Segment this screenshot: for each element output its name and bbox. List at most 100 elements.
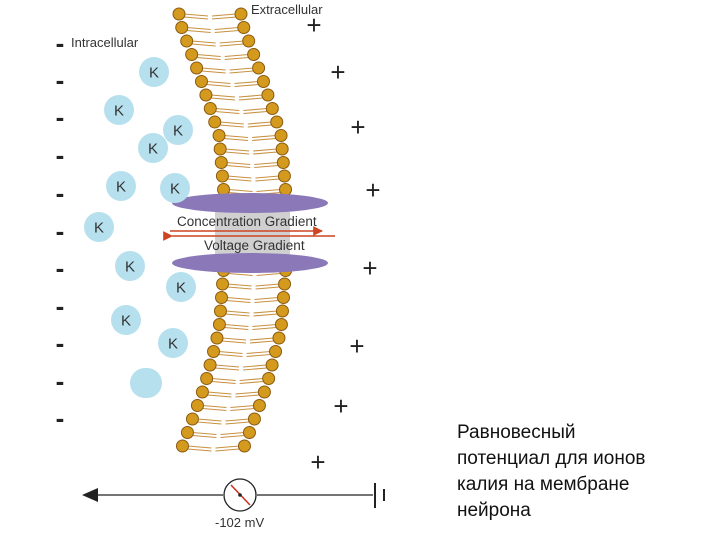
lipid-head: [195, 385, 209, 399]
lipid-tail: [225, 421, 250, 425]
lipid-tail: [249, 337, 275, 341]
lipid-head: [277, 169, 291, 183]
lipid-tail: [201, 67, 226, 71]
minus-sign: -: [56, 328, 65, 358]
lipid-tail: [224, 53, 249, 58]
lipid-tail: [223, 134, 249, 139]
lipid-head: [277, 291, 290, 304]
lipid-tail: [221, 340, 247, 344]
lipid-head: [247, 412, 261, 426]
lipid-tail: [187, 448, 212, 452]
lipid-tail: [187, 445, 212, 449]
lipid-tail: [249, 340, 275, 344]
lipid-tails: [183, 13, 281, 452]
lipid-tail: [235, 394, 260, 398]
lipid-tail: [243, 364, 268, 368]
lipid-head: [210, 331, 224, 345]
ion-symbol: K: [125, 259, 135, 276]
lipid-tail: [192, 434, 217, 439]
lipid-head: [257, 385, 271, 399]
lipid-tail: [228, 272, 253, 277]
lipid-head: [265, 102, 279, 115]
ion-bubble: [163, 115, 193, 145]
lipid-tail: [202, 404, 227, 409]
lipid-tail: [256, 188, 281, 193]
ion-bubble: [84, 212, 114, 242]
lipid-head: [274, 129, 288, 142]
lipid-tail: [206, 83, 231, 88]
potassium-ion: K: [111, 305, 141, 335]
ion-symbol: K: [176, 280, 186, 297]
potassium-ion: K: [138, 133, 168, 163]
ion-symbol: K: [94, 220, 104, 237]
lipid-tail: [228, 188, 253, 193]
lipid-tail: [243, 110, 268, 115]
lipid-tail: [211, 13, 237, 17]
lipid-tail: [225, 310, 250, 314]
lipid-tail: [254, 161, 279, 166]
voltmeter-reading: -102 mV: [215, 515, 264, 530]
lipid-tail: [255, 178, 280, 182]
ion-bubble: [139, 57, 169, 87]
plus-sign: +: [333, 391, 348, 421]
lipid-tail: [196, 53, 221, 58]
plus-sign: +: [350, 112, 365, 142]
minus-sign: -: [56, 253, 65, 283]
lipid-tail: [256, 272, 281, 277]
lipid-tail: [252, 323, 277, 328]
lipid-tail: [211, 377, 236, 382]
lipid-tail: [218, 350, 243, 355]
lipid-tail: [247, 124, 272, 128]
potassium-ion: K: [106, 171, 136, 201]
lipid-tail: [220, 434, 245, 439]
lipid-tail: [227, 286, 252, 290]
lipid-head: [274, 318, 288, 331]
lipid-tail: [207, 391, 232, 395]
minus-sign: -: [56, 291, 65, 321]
lipid-tail: [239, 380, 264, 385]
lipid-head: [214, 156, 228, 169]
lipid-head: [215, 291, 228, 304]
lipid-tail: [219, 121, 244, 125]
lipid-head: [242, 34, 256, 48]
lipid-tail: [246, 353, 271, 358]
ion-bubble: [111, 305, 141, 335]
concentration-gradient-label: Concentration Gradient: [177, 214, 317, 229]
lipid-tail: [246, 350, 271, 355]
minus-sign: -: [56, 140, 65, 170]
lipid-head: [237, 21, 251, 34]
lipid-head: [172, 7, 186, 21]
ion-bubble: [132, 368, 162, 398]
ion-symbol: K: [148, 141, 158, 158]
lipid-tail: [239, 377, 264, 382]
minus-sign: -: [56, 403, 65, 433]
lipid-head: [185, 412, 199, 426]
lipid-head: [247, 48, 261, 61]
lipid-tail: [210, 94, 235, 98]
lipid-tail: [210, 97, 235, 101]
intracellular-label: Intracellular: [71, 35, 139, 50]
minus-sign: -: [56, 216, 65, 246]
minus-sign: -: [56, 178, 65, 208]
voltmeter-circuit: -102 mV: [82, 478, 385, 530]
lipid-head: [237, 439, 251, 453]
lipid-tail: [221, 337, 247, 341]
plus-sign: +: [349, 331, 364, 361]
ion-symbol: K: [173, 123, 183, 140]
extracellular-label: Extracellular: [251, 2, 323, 17]
plus-sign: +: [365, 175, 380, 205]
lipid-tail: [219, 124, 244, 128]
lipid-head: [185, 48, 199, 61]
lipid-tail: [254, 164, 279, 169]
potassium-ion: K: [115, 251, 145, 281]
lipid-tail: [214, 26, 239, 31]
minus-sign: -: [56, 366, 65, 396]
lipid-tail: [254, 299, 279, 304]
voltmeter-pivot: [238, 493, 242, 497]
lipid-tail: [253, 310, 278, 314]
lipid-tail: [251, 137, 277, 142]
potassium-ion: K: [166, 272, 196, 302]
lipid-tail: [219, 43, 244, 47]
ion-bubble: [138, 133, 168, 163]
